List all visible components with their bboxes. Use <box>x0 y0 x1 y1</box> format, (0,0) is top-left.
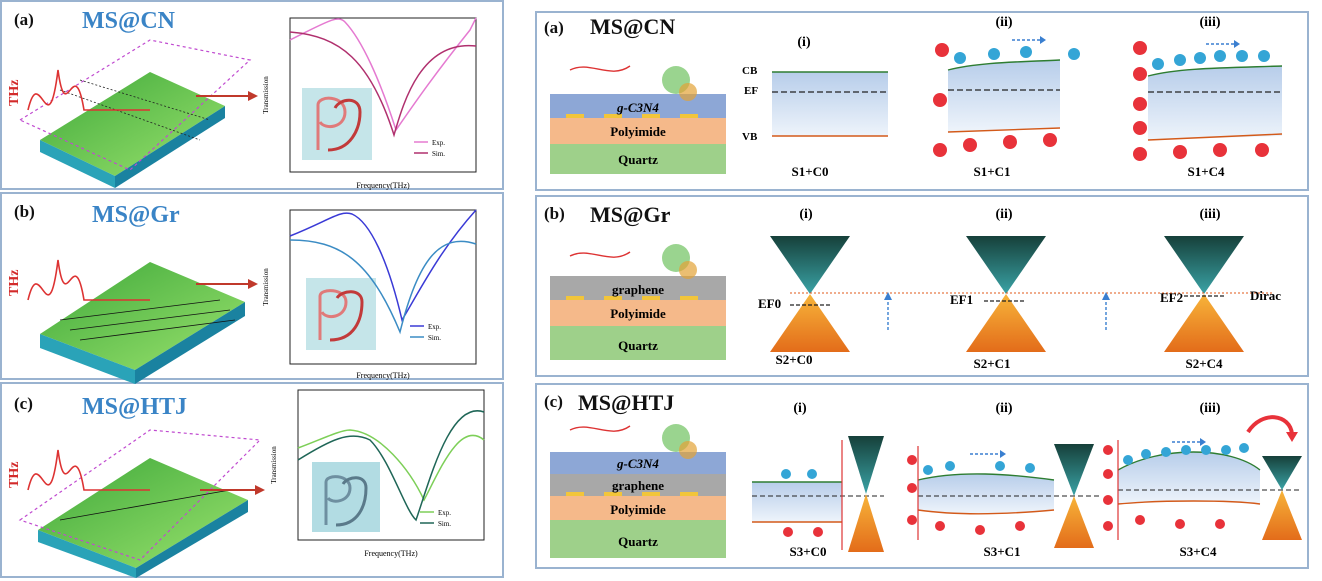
cap-s1-c4: S1+C4 <box>1187 164 1225 179</box>
thz-label-a: THz <box>7 80 22 106</box>
panel-label-a: (a) <box>14 10 34 29</box>
level-ef2: EF2 <box>1160 290 1183 305</box>
right-panel-a <box>535 11 1309 191</box>
right-panel-c <box>535 383 1309 569</box>
panel-title-ms-cn: MS@CN <box>82 8 175 34</box>
col-iii-a: (iii) <box>1200 15 1221 30</box>
col-i-a: (i) <box>797 35 811 50</box>
device-sketch-cn <box>18 39 258 188</box>
ylabel-c: Transmission <box>270 446 278 484</box>
panel-label-c: (c) <box>14 394 33 413</box>
layer-polyimide-a: Polyimide <box>610 124 666 139</box>
cap-s3-c1: S3+C1 <box>983 544 1020 559</box>
right-title-ms-cn: MS@CN <box>590 14 676 39</box>
band-ef: EF <box>744 85 758 97</box>
right-label-b: (b) <box>544 204 565 223</box>
thz-label-b: THz <box>7 270 22 296</box>
legend-exp-a: Exp. <box>432 139 445 147</box>
cap-s3-c0: S3+C0 <box>789 544 826 559</box>
legend-sim-a: Sim. <box>432 150 445 158</box>
cap-s2-c0: S2+C0 <box>775 352 812 367</box>
stack-b <box>550 244 726 360</box>
xlabel-a: Frequency(THz) <box>356 181 410 190</box>
layer-quartz-c: Quartz <box>618 534 658 549</box>
col-i-c: (i) <box>793 401 807 416</box>
col-iii-b: (iii) <box>1200 207 1221 222</box>
layer-graphene-c: graphene <box>612 478 664 493</box>
plot-a: Transmission Frequency(THz) Exp. Sim. <box>262 17 477 190</box>
ylabel-b: Transmission <box>262 268 270 306</box>
right-title-ms-gr: MS@Gr <box>590 202 671 227</box>
cap-s1-c0: S1+C0 <box>791 164 828 179</box>
legend-sim-c: Sim. <box>438 520 451 528</box>
legend-exp-b: Exp. <box>428 323 441 331</box>
thz-label-c: THz <box>7 462 22 488</box>
panel-label-b: (b) <box>14 202 35 221</box>
level-ef1: EF1 <box>950 292 973 307</box>
right-label-c: (c) <box>544 392 563 411</box>
heterojunction-bands-c <box>752 415 1302 552</box>
col-ii-c: (ii) <box>995 401 1012 416</box>
charges-a <box>933 41 1270 161</box>
layer-quartz-a: Quartz <box>618 152 658 167</box>
layer-polyimide-c: Polyimide <box>610 502 666 517</box>
stack-c <box>550 424 726 558</box>
panel-title-ms-gr: MS@Gr <box>92 202 180 228</box>
cap-s1-c1: S1+C1 <box>973 164 1010 179</box>
layer-gc3n4-c: g-C3N4 <box>616 456 659 471</box>
cap-s2-c4: S2+C4 <box>1185 356 1223 371</box>
xlabel-b: Frequency(THz) <box>356 371 410 380</box>
cap-s3-c4: S3+C4 <box>1179 544 1217 559</box>
right-label-a: (a) <box>544 18 564 37</box>
right-title-ms-htj: MS@HTJ <box>578 390 675 415</box>
stack-a <box>550 65 726 174</box>
ylabel-a: Transmission <box>262 76 270 114</box>
legend-sim-b: Sim. <box>428 334 441 342</box>
col-ii-a: (ii) <box>995 15 1012 30</box>
xlabel-c: Frequency(THz) <box>364 549 418 558</box>
right-panel-b <box>535 195 1309 377</box>
charges-c <box>781 443 1249 537</box>
col-ii-b: (ii) <box>995 207 1012 222</box>
dirac-cones-b <box>770 236 1272 352</box>
band-diagrams-a <box>772 36 1283 141</box>
layer-graphene-b: graphene <box>612 282 664 297</box>
layer-gc3n4-a: g-C3N4 <box>616 100 659 115</box>
col-i-b: (i) <box>799 207 813 222</box>
layer-polyimide-b: Polyimide <box>610 306 666 321</box>
device-sketch-htj <box>18 429 265 578</box>
panel-title-ms-htj: MS@HTJ <box>82 394 187 420</box>
cap-s2-c1: S2+C1 <box>973 356 1010 371</box>
band-vb: VB <box>742 131 758 143</box>
band-cb: CB <box>742 65 758 77</box>
dirac-label: Dirac <box>1250 288 1281 303</box>
col-iii-c: (iii) <box>1200 401 1221 416</box>
legend-exp-c: Exp. <box>438 509 451 517</box>
level-ef0: EF0 <box>758 296 781 311</box>
device-sketch-gr <box>27 259 258 384</box>
layer-quartz-b: Quartz <box>618 338 658 353</box>
plot-c: Transmission Frequency(THz) Exp. Sim. <box>270 389 485 558</box>
plot-b: Transmission Frequency(THz) Exp. Sim. <box>262 209 477 380</box>
